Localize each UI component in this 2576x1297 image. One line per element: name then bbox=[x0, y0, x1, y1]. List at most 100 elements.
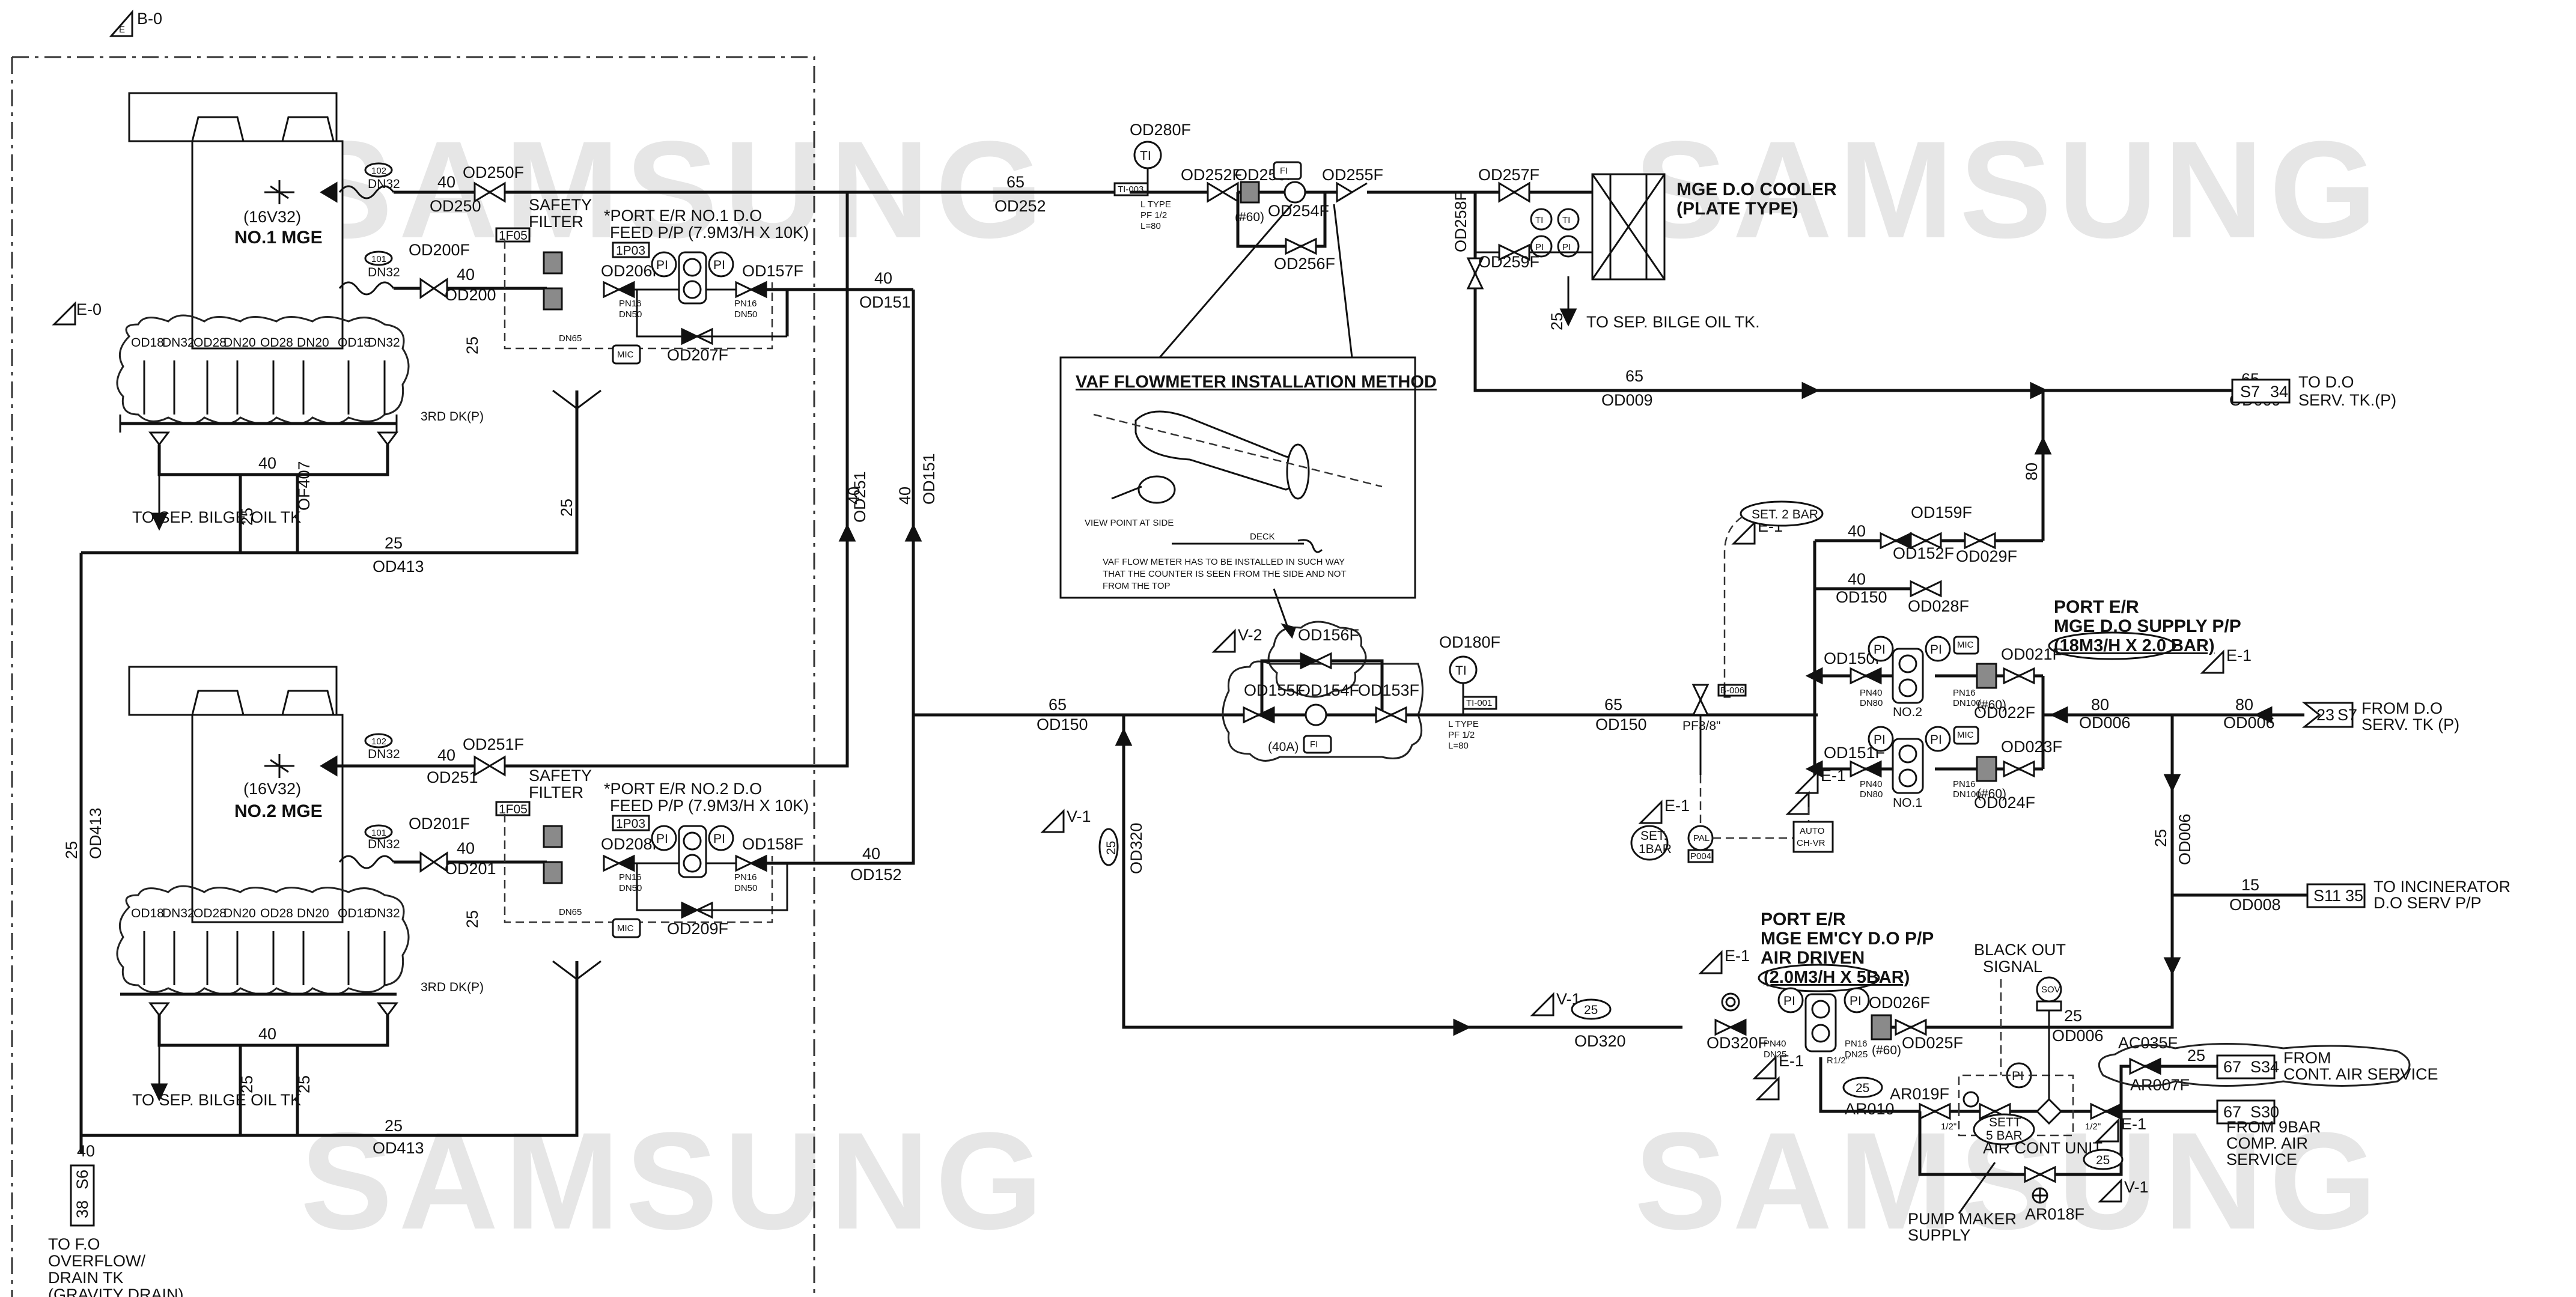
svg-text:SET.: SET. bbox=[1640, 829, 1667, 843]
to-bilge-2: TO SEP. BILGE OIL TK bbox=[132, 1091, 301, 1109]
svg-text:OD029F: OD029F bbox=[1956, 547, 2017, 565]
svg-text:DN80: DN80 bbox=[1860, 789, 1883, 800]
valve-od021f[interactable] bbox=[2003, 667, 2035, 685]
svg-text:PI: PI bbox=[1874, 643, 1886, 657]
svg-text:OD18: OD18 bbox=[338, 336, 371, 350]
svg-text:MIC: MIC bbox=[617, 350, 634, 360]
svg-text:DN32: DN32 bbox=[368, 177, 400, 191]
line-od006-vertical bbox=[1884, 715, 2174, 1029]
svg-text:DN32: DN32 bbox=[368, 747, 400, 761]
valve-od159f[interactable] bbox=[1910, 532, 1942, 550]
svg-text:D.O SERV P/P: D.O SERV P/P bbox=[2374, 894, 2482, 912]
valve-od029f[interactable] bbox=[1964, 532, 1996, 550]
svg-text:(#60): (#60) bbox=[1977, 787, 2006, 801]
valve-od258f[interactable] bbox=[1466, 257, 1484, 290]
valve-od023f[interactable] bbox=[2003, 760, 2035, 778]
valve-od028f[interactable] bbox=[1910, 580, 1942, 598]
valve-od153f[interactable] bbox=[1375, 706, 1407, 724]
svg-text:AUTO: AUTO bbox=[1800, 826, 1824, 836]
svg-text:S30: S30 bbox=[2250, 1103, 2279, 1121]
valve-od208f[interactable] bbox=[603, 854, 635, 872]
offpage-s11[interactable] bbox=[2306, 883, 2366, 908]
svg-text:DN65: DN65 bbox=[559, 907, 582, 917]
svg-text:OD18: OD18 bbox=[131, 907, 164, 920]
valve-od252f[interactable] bbox=[1207, 181, 1239, 203]
valve-od201f[interactable] bbox=[419, 851, 448, 873]
svg-text:MIC: MIC bbox=[617, 923, 634, 934]
svg-text:OD150: OD150 bbox=[1836, 588, 1887, 606]
svg-text:OVERFLOW/: OVERFLOW/ bbox=[48, 1252, 146, 1270]
svg-text:PI: PI bbox=[656, 832, 668, 846]
mge1-mic bbox=[612, 344, 641, 365]
svg-text:S34: S34 bbox=[2250, 1058, 2279, 1076]
svg-text:(PLATE TYPE): (PLATE TYPE) bbox=[1676, 199, 1798, 219]
valve-ar019f[interactable] bbox=[1919, 1102, 1951, 1120]
svg-text:E-1: E-1 bbox=[1779, 1052, 1804, 1070]
valve-od257f[interactable] bbox=[1498, 181, 1530, 203]
valve-od150f[interactable] bbox=[1850, 667, 1882, 685]
valve-od200f[interactable] bbox=[419, 278, 448, 299]
svg-text:AR018F: AR018F bbox=[2025, 1205, 2084, 1223]
svg-text:OD207F: OD207F bbox=[667, 346, 728, 364]
emcy-pump-group: PORT E/R MGE EM'CY D.O P/P AIR DRIVEN (2… bbox=[1698, 910, 2438, 1244]
svg-text:25: 25 bbox=[295, 1075, 313, 1093]
flowmeter-fi bbox=[1283, 181, 1306, 204]
svg-text:E-1: E-1 bbox=[2121, 1115, 2146, 1133]
svg-text:40: 40 bbox=[457, 266, 475, 284]
offpage-s7-from[interactable] bbox=[2301, 702, 2354, 728]
offpage-s6[interactable] bbox=[70, 1164, 95, 1227]
svg-text:PN40: PN40 bbox=[1860, 779, 1883, 789]
valve-od156f[interactable] bbox=[1300, 652, 1332, 670]
valve-od259f[interactable] bbox=[1498, 243, 1530, 261]
air-filter bbox=[2035, 1098, 2063, 1125]
svg-text:25: 25 bbox=[238, 1075, 256, 1093]
svg-text:E: E bbox=[119, 25, 125, 35]
svg-text:OD413: OD413 bbox=[87, 807, 105, 859]
mge1-engine-body bbox=[191, 140, 344, 350]
svg-text:FROM THE TOP: FROM THE TOP bbox=[1103, 581, 1171, 591]
svg-text:MGE D.O SUPPLY P/P: MGE D.O SUPPLY P/P bbox=[2054, 616, 2241, 636]
svg-text:(18M3/H X 2.0 BAR): (18M3/H X 2.0 BAR) bbox=[2054, 636, 2215, 655]
svg-text:DN32: DN32 bbox=[368, 837, 400, 851]
valve-od250f[interactable] bbox=[473, 181, 506, 203]
valve-od158f[interactable] bbox=[735, 854, 767, 872]
valve-od255f[interactable] bbox=[1336, 181, 1368, 203]
valve-od206f[interactable] bbox=[603, 281, 635, 299]
valve-od256f[interactable] bbox=[1285, 237, 1317, 255]
valve-pf38[interactable] bbox=[1691, 684, 1710, 716]
svg-text:PN40: PN40 bbox=[1860, 688, 1883, 698]
valve-od251f[interactable] bbox=[473, 755, 506, 777]
svg-text:23: 23 bbox=[2316, 706, 2334, 724]
svg-text:OD151: OD151 bbox=[920, 453, 938, 505]
svg-text:PORT E/R: PORT E/R bbox=[2054, 597, 2139, 617]
to-bilge-1: TO SEP. BILGE OIL TK bbox=[132, 508, 301, 526]
svg-text:NO.2: NO.2 bbox=[1893, 705, 1922, 719]
to-incinerator: TO INCINERATOR bbox=[2374, 878, 2511, 896]
valve-od025f[interactable] bbox=[1895, 1018, 1927, 1036]
flowmeter-od154f bbox=[1305, 703, 1327, 726]
valve-ac035f[interactable] bbox=[2129, 1057, 2161, 1075]
valve-od151f[interactable] bbox=[1850, 760, 1882, 778]
offpage-s34[interactable] bbox=[2216, 1054, 2276, 1080]
svg-text:25: 25 bbox=[558, 499, 576, 517]
offpage-s7-to[interactable] bbox=[2231, 378, 2291, 404]
blackout-label: BLACK OUT bbox=[1974, 941, 2066, 959]
svg-text:CONT. AIR SERVICE: CONT. AIR SERVICE bbox=[2283, 1065, 2438, 1083]
svg-text:OF407: OF407 bbox=[295, 461, 313, 511]
to-do-serv-tk: TO D.O bbox=[2298, 373, 2354, 391]
valve-od157f[interactable] bbox=[735, 281, 767, 299]
valve-od155f[interactable] bbox=[1243, 706, 1275, 724]
svg-text:TI: TI bbox=[1455, 664, 1467, 678]
valve-ar018f[interactable] bbox=[2024, 1165, 2056, 1183]
svg-text:OD251: OD251 bbox=[427, 768, 478, 786]
valve-od320f[interactable] bbox=[1714, 1018, 1747, 1036]
svg-text:(#60): (#60) bbox=[1977, 698, 2006, 712]
svg-text:1F05: 1F05 bbox=[499, 803, 528, 816]
svg-text:OD008: OD008 bbox=[2229, 896, 2281, 914]
offpage-s30[interactable] bbox=[2216, 1099, 2276, 1125]
svg-text:E-1: E-1 bbox=[1664, 797, 1690, 815]
svg-text:3RD DK(P): 3RD DK(P) bbox=[421, 410, 484, 424]
svg-text:SERVICE: SERVICE bbox=[2226, 1150, 2297, 1168]
svg-text:25: 25 bbox=[238, 508, 256, 526]
svg-text:80: 80 bbox=[2091, 696, 2109, 714]
